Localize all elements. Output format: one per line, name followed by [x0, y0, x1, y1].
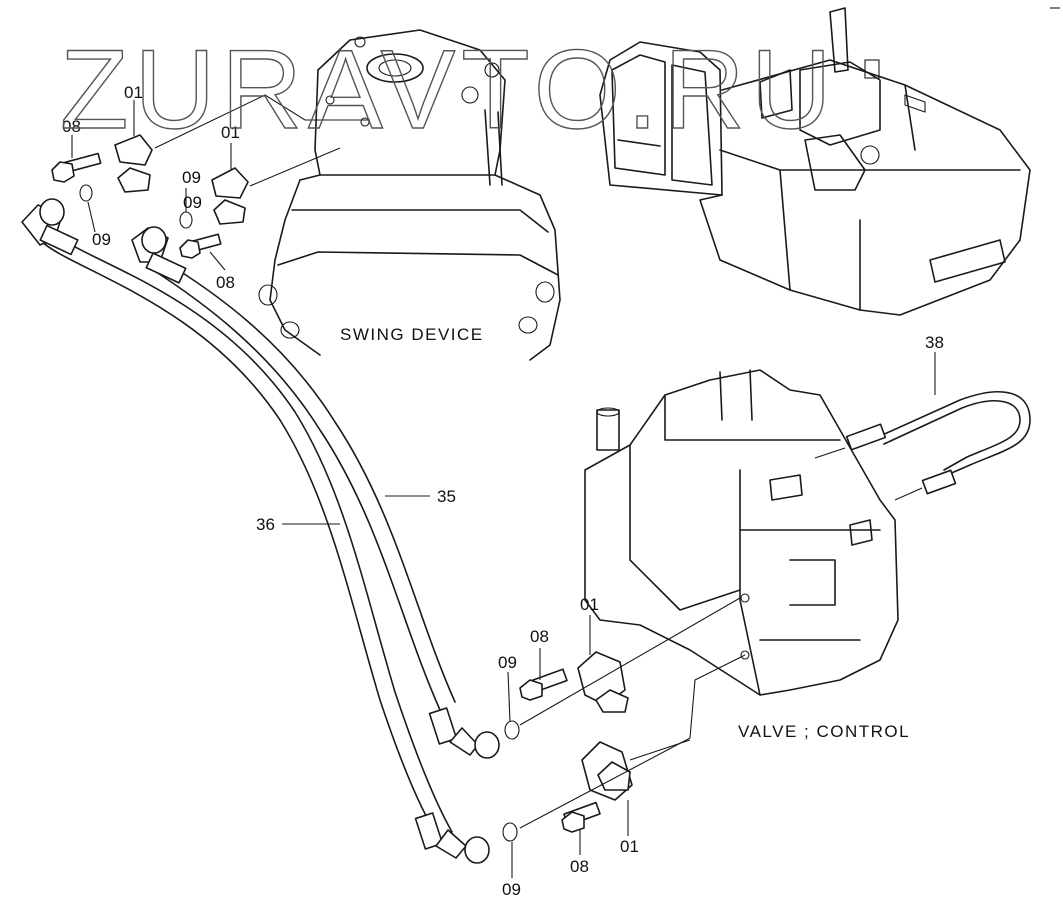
callout-label: 38	[925, 333, 944, 352]
callout-label: 01	[221, 123, 240, 142]
watermark-text: ZURAVTO.RU	[60, 27, 838, 152]
callout-label: 09	[92, 230, 111, 249]
callout-label: 08	[570, 857, 589, 876]
callout-label: 09	[498, 653, 517, 672]
callout-leaders	[71, 100, 936, 878]
hose-38	[814, 391, 1031, 501]
callout-label: 36	[256, 515, 275, 534]
callout-label: 09	[182, 168, 201, 187]
callout-label: 08	[216, 273, 235, 292]
callout-label: 01	[580, 595, 599, 614]
callout-labels: 01 01 08 09 09 08 09 38 35 36 01 08 09 0…	[62, 83, 944, 899]
caption-valve-control: VALVE ; CONTROL	[738, 722, 910, 741]
caption-swing-device: SWING DEVICE	[340, 325, 484, 344]
swing-device-illustration	[258, 29, 561, 361]
fittings	[51, 94, 746, 842]
hoses-35-36	[21, 198, 500, 864]
callout-label: 01	[124, 83, 143, 102]
control-valve-illustration	[584, 369, 899, 696]
callout-label: 08	[530, 627, 549, 646]
callout-label: 01	[620, 837, 639, 856]
callout-label: 09	[502, 880, 521, 899]
callout-label: 09	[183, 193, 202, 212]
callout-label: 08	[62, 117, 81, 136]
excavator-illustration	[599, 7, 1060, 316]
callout-label: 35	[437, 487, 456, 506]
